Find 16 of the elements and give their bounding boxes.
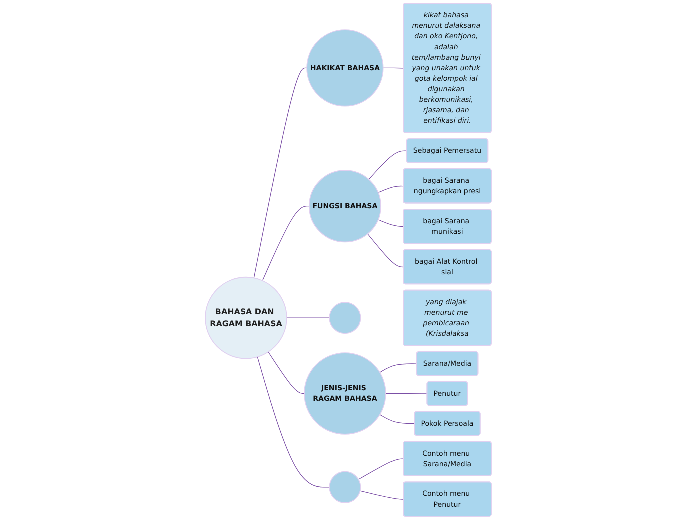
connector [254,68,308,278]
connector [360,490,404,500]
connector [257,356,330,488]
node-circle [329,471,362,504]
node-circle [329,302,362,334]
connector [268,352,305,394]
connector [358,458,404,480]
connector [380,414,416,424]
connector [368,150,408,180]
connector [383,68,404,69]
connector [368,234,404,268]
connector [378,220,404,228]
connector [386,393,428,394]
connector [378,186,404,194]
connector [380,364,418,374]
connector [262,206,310,282]
